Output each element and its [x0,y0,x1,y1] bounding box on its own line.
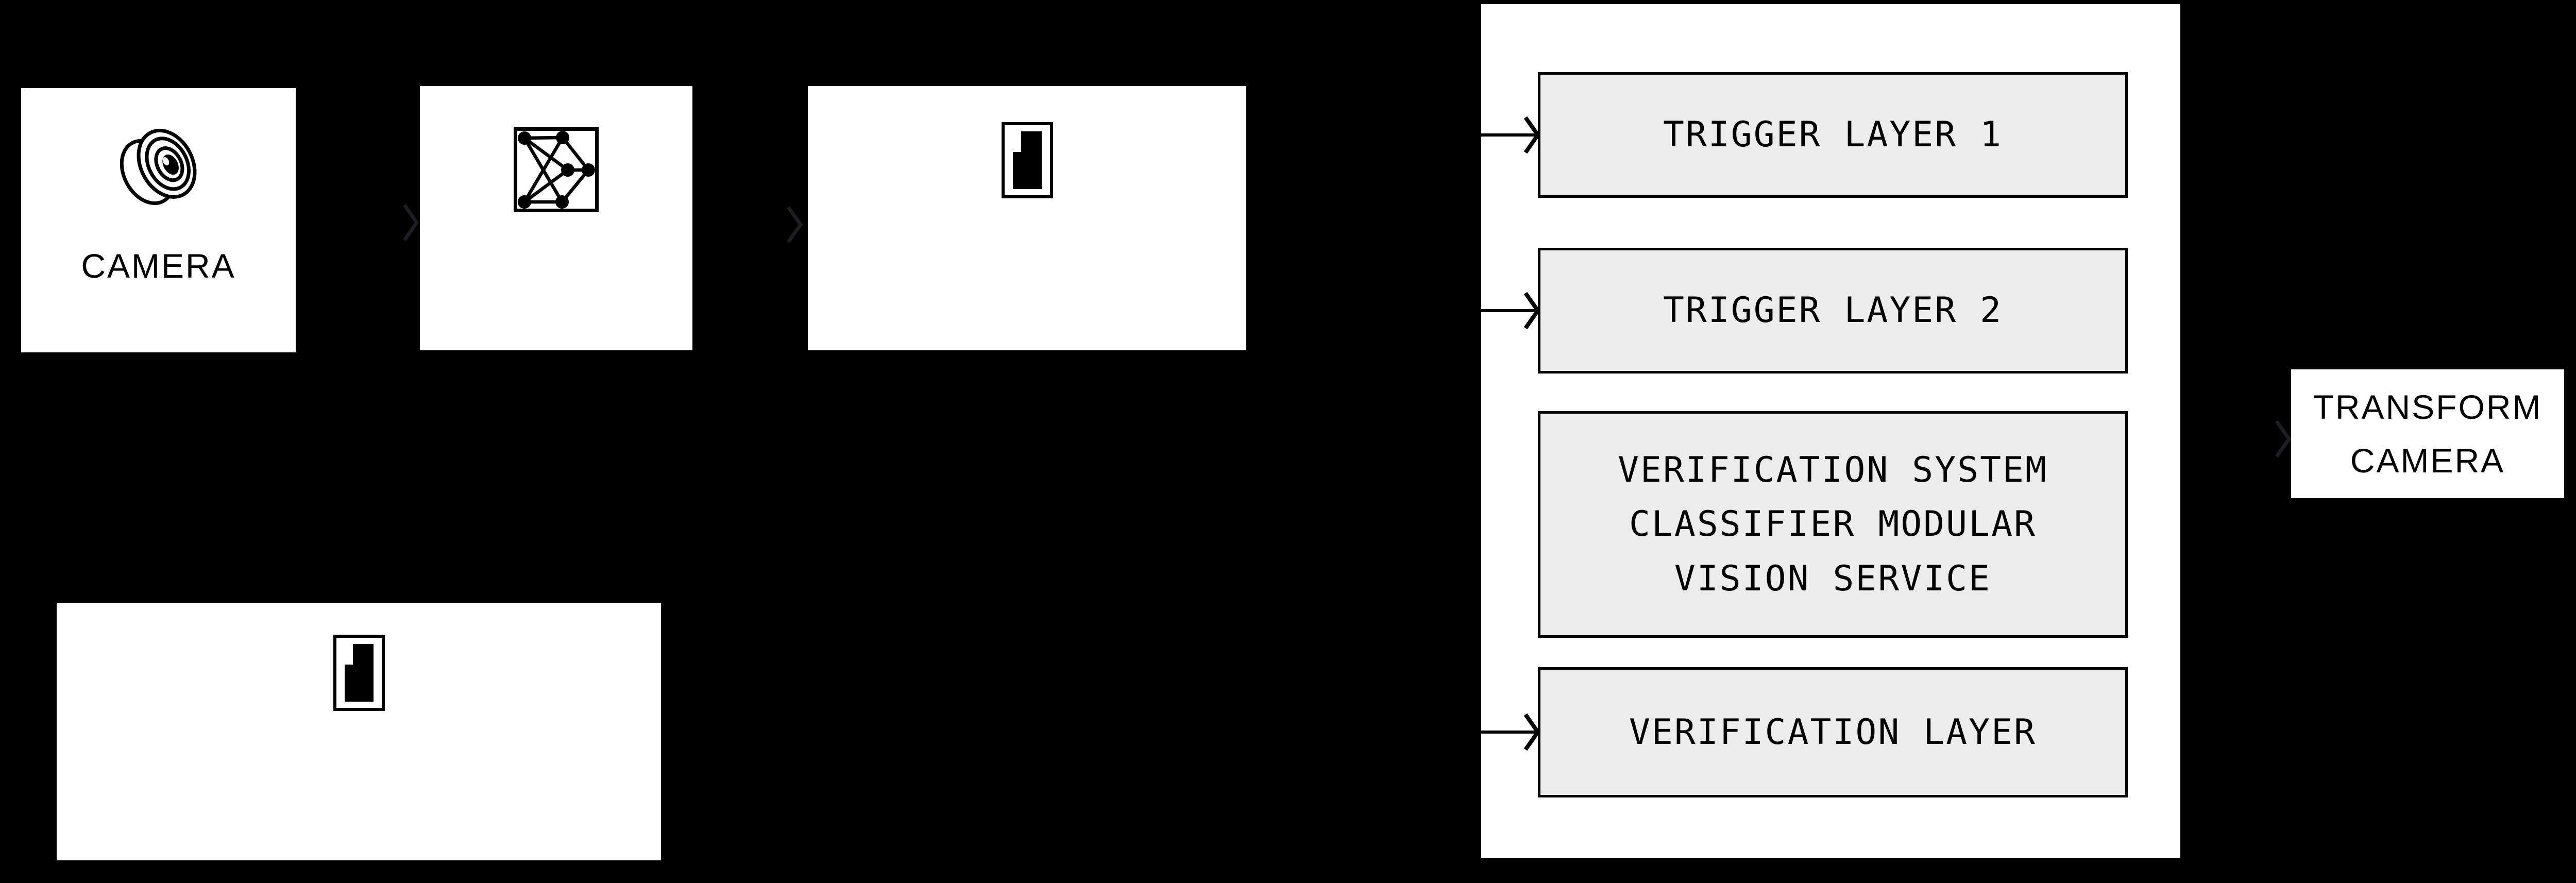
arrow-line-verification [1481,731,1539,734]
node-facial-detector: FACIAL DETECTOR MODULAR VISION SERVICE [57,603,661,883]
node-facial-detector-label: FACIAL DETECTOR MODULAR VISION SERVICE [189,855,529,883]
detector-shape-icon [333,635,385,713]
camera-lens-icon [120,115,197,223]
neural-network-icon [514,127,599,214]
pipeline-panel: TRIGGER LAYER 1 TRIGGER LAYER 2 VERIFICA… [1481,4,2180,858]
layer-trigger-2-label: TRIGGER LAYER 2 [1663,290,2003,331]
layer-verification-system-label: VERIFICATION SYSTEM CLASSIFIER MODULAR V… [1618,449,2048,599]
layer-verification-layer-label: VERIFICATION LAYER [1629,711,2037,753]
layer-verification-system: VERIFICATION SYSTEM CLASSIFIER MODULAR V… [1538,411,2128,638]
node-transform-camera-label: TRANSFORM CAMERA [2313,387,2543,480]
node-mlmodel-detector-label: MLMODEL DETECTOR VISION SERVICE [845,345,1209,549]
arrowhead-into-transform-camera [2275,420,2292,458]
layer-trigger-1: TRIGGER LAYER 1 [1538,72,2128,198]
arrowhead-into-ml-model [403,203,419,242]
arrow-line-trigger1 [1481,133,1539,137]
node-camera: CAMERA [21,88,296,352]
layer-verification-layer: VERIFICATION LAYER [1538,667,2128,797]
arrowhead-into-detector [787,206,803,244]
node-ml-model-service: ML MODEL SERVICE [420,86,692,558]
node-transform-camera: TRANSFORM CAMERA [2291,369,2564,498]
layer-trigger-2: TRIGGER LAYER 2 [1538,248,2128,373]
node-mlmodel-detector: MLMODEL DETECTOR VISION SERVICE [808,86,1246,549]
detector-shape-icon [1001,122,1053,200]
layer-trigger-1-label: TRIGGER LAYER 1 [1663,114,2003,156]
node-camera-label: CAMERA [81,247,236,285]
arrow-line-trigger2 [1481,309,1539,312]
node-ml-model-service-label: ML MODEL SERVICE [465,354,647,558]
